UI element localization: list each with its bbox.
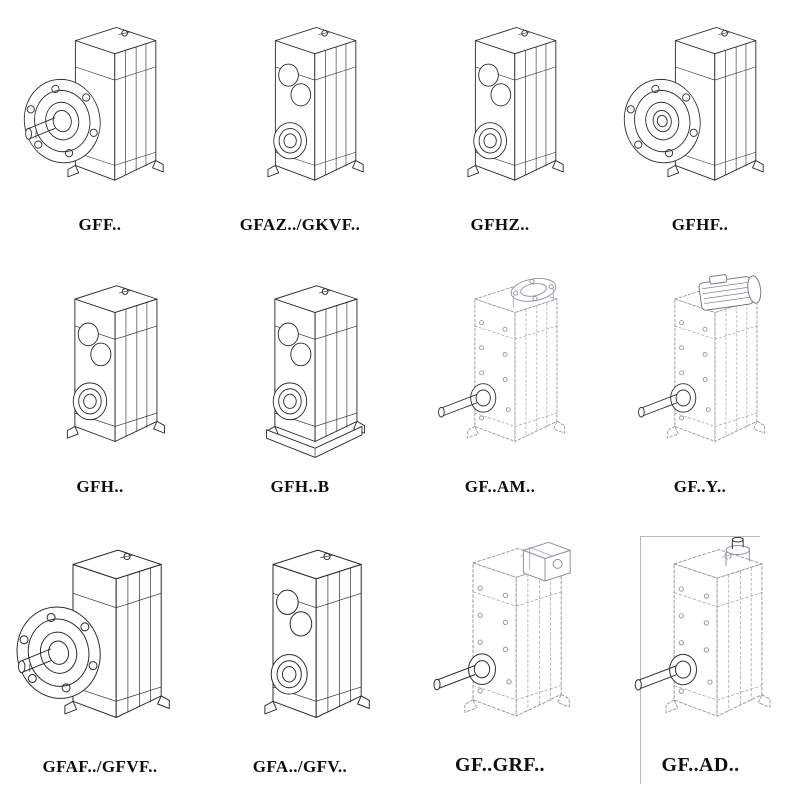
base-plate-gearbox-drawing [210,274,390,475]
adapter-housing-gearbox-drawing [410,536,590,752]
shaft-input-gearbox-drawing [210,536,390,755]
flange-mounted-gearbox-drawing [10,536,190,755]
model-label: GFHZ.. [470,215,530,234]
motorized-gearbox-drawing [610,274,790,475]
cell-gfh: GFH.. [40,274,160,504]
model-label: GFHF.. [671,215,729,234]
model-label: GFA../GFV.. [252,757,348,776]
model-label: GF..AM.. [464,477,536,496]
cell-gf-y: GF..Y.. [640,274,760,504]
flange-mounted-gearbox-drawing [10,16,190,213]
cell-gf-ad: GF..AD.. [640,536,760,784]
model-label: GF..Y.. [673,477,727,496]
cell-gff: GFF.. [40,16,160,242]
cell-gfaz-gkvf: GFAZ../GKVF.. [240,16,360,242]
cell-gf-am: GF..AM.. [440,274,560,504]
model-label: GF..GRF.. [455,754,545,776]
cell-gfaf-gfvf: GFAF../GFVF.. [40,536,160,784]
model-label: GFAZ../GKVF.. [239,215,361,234]
cell-gfhz: GFHZ.. [440,16,560,242]
flange-hollow-gearbox-drawing [610,16,790,213]
motor-flange-adapter-gearbox-drawing [410,274,590,475]
model-label: GFF.. [78,215,122,234]
foot-mounted-gearbox-drawing [10,274,190,475]
model-label: GF..AD.. [661,754,740,776]
cell-gf-grf: GF..GRF.. [440,536,560,784]
model-label: GFH.. [76,477,124,496]
model-label: GFAF../GFVF.. [42,757,158,776]
model-label: GFH..B [270,477,330,496]
cell-gfa-gfv: GFA../GFV.. [240,536,360,784]
cell-gfh-b: GFH..B [240,274,360,504]
top-input-shaft-gearbox-drawing [611,537,791,752]
shaft-input-gearbox-drawing [210,16,390,213]
hollow-shaft-gearbox-drawing [410,16,590,213]
cell-gfhf: GFHF.. [640,16,760,242]
